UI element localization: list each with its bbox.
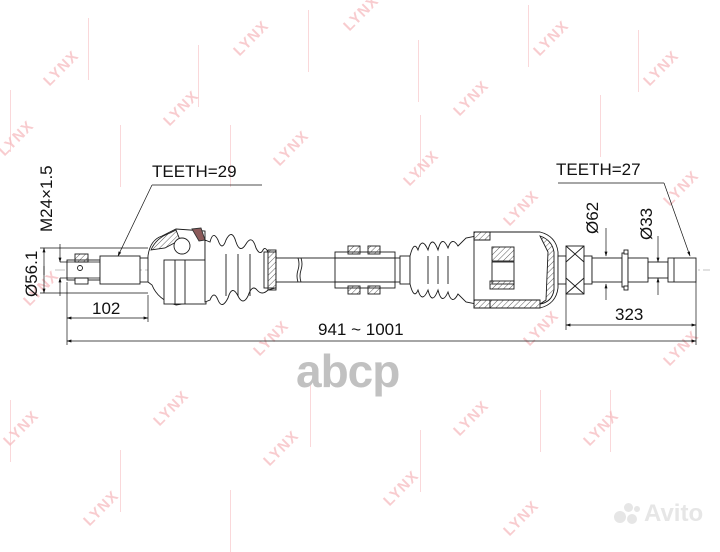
avito-logo: Avito xyxy=(614,500,703,528)
main-shaft xyxy=(275,245,409,295)
avito-wordmark: Avito xyxy=(644,500,704,527)
diameter-left-label: Ø56.1 xyxy=(22,250,41,297)
diameter-62-label: Ø62 xyxy=(583,201,602,234)
teeth-left-label: TEETH=29 xyxy=(152,162,237,181)
dimensions xyxy=(40,182,697,345)
shaft-drawing xyxy=(40,182,710,345)
diameter-33-label: Ø33 xyxy=(637,207,656,240)
avito-dots-icon xyxy=(614,503,640,525)
inner-tripod-joint xyxy=(473,231,559,309)
teeth-right-label: TEETH=27 xyxy=(556,160,641,179)
left-threaded-stub xyxy=(66,253,148,285)
length-102-label: 102 xyxy=(92,299,121,318)
total-length-label: 941 ~ 1001 xyxy=(318,320,404,339)
outer-cv-joint xyxy=(147,227,207,306)
thread-spec-label: M24×1.5 xyxy=(37,165,56,232)
inner-boot xyxy=(399,235,477,305)
right-splined-stub xyxy=(557,245,697,295)
outer-boot xyxy=(204,234,277,305)
length-323-label: 323 xyxy=(615,305,644,324)
abcp-logo: abcp xyxy=(296,345,400,397)
